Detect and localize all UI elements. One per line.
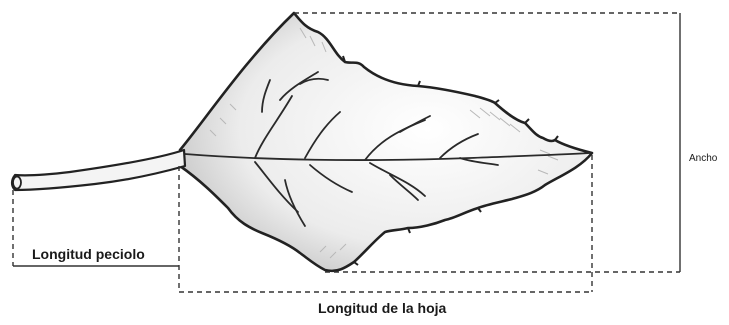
width-label: Ancho <box>689 153 717 164</box>
leaf-petiole <box>12 150 185 190</box>
leaf-blade <box>180 13 592 271</box>
leaf-length-label: Longitud de la hoja <box>318 300 446 316</box>
petiole-length-label: Longitud peciolo <box>32 246 145 262</box>
